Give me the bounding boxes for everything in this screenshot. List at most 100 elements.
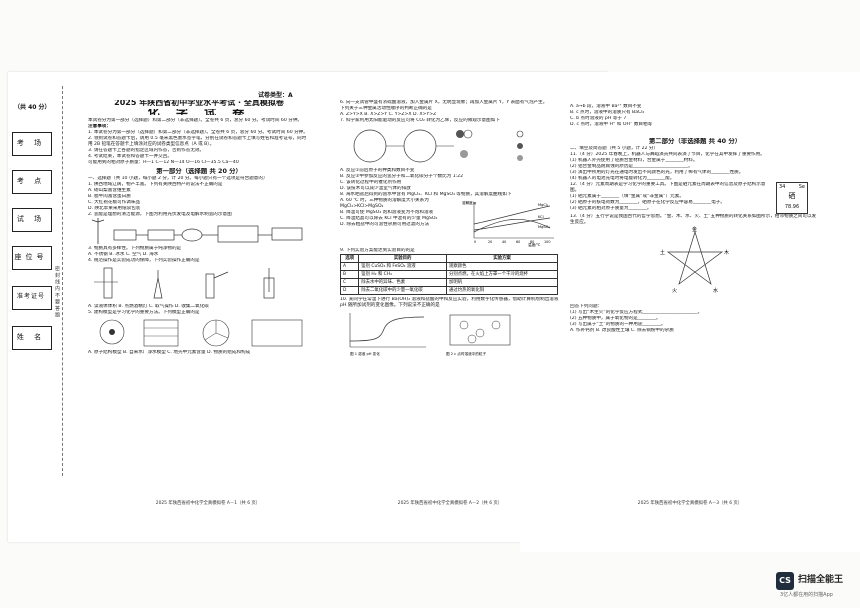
- element-mass: 78.96: [784, 204, 800, 210]
- binding-box: [12, 170, 52, 194]
- chart-tick: 0: [474, 240, 476, 244]
- notes-item: 2. 领到试卷和答题卡后，请用 0.5 毫米黑色墨水签字笔，分别在试卷和答题卡上…: [88, 136, 307, 147]
- model-figure: [88, 316, 310, 350]
- model-svg: [99, 319, 303, 347]
- notes-item: 可能用到的相对原子质量：H—1 C—12 N—14 O—16 Cl—35.5 C…: [88, 160, 239, 165]
- question-line: (3) 硒元素的相对原子质量为________。: [570, 206, 652, 211]
- question-line: 12.（4 分）元素周期表是学习化学的重要工具。下图是硒元素在周期表中的信息及原…: [570, 182, 766, 193]
- table-cell: 鉴别 H₂ 和 CH₄: [358, 270, 447, 279]
- question-line: A. 不锈钢 B. 冰水 C. 空气 D. 海水: [88, 252, 159, 257]
- ph-curve-figure: 图 1 溶液 pH 变化: [349, 313, 426, 356]
- chart-tick: 100: [544, 240, 550, 244]
- seal-line-note: 密 封 线 内 不 要 答 题: [54, 266, 60, 318]
- question-line: C. 降温结晶可以除去 KCl 中混有的少量 MgSO₄: [340, 216, 438, 221]
- table-row: C 除去水中的异味、色素 加明矾: [339, 278, 558, 287]
- binding-label-seat: 座位号: [14, 253, 48, 261]
- binding-box: [12, 132, 52, 156]
- question-line: 9. 下列实验方案能达到实验目的的是: [340, 248, 415, 253]
- scanner-tagline: 3亿人都在用的扫描App: [780, 592, 833, 598]
- question-line: 13.（4 分）五行学说是我国古代的哲学思想。“金、木、水、火、土”五种物质的转…: [570, 214, 817, 225]
- question-line: 回答下列问题：: [570, 304, 603, 309]
- question-line: (3) 演出中所用的灯光在通电时发出不同颜色的光，利用了稀有气体的_______…: [570, 170, 744, 175]
- table-header: 选项: [339, 254, 360, 263]
- option-line: C. b 点时溶液的 pH 等于 7: [570, 116, 627, 121]
- binding-label-name: 姓 名: [16, 333, 46, 341]
- question-line: (1) 机器人外壳使用了轻质合金材料，合金属于________材料。: [570, 158, 698, 163]
- question-line: 8. 海水晒盐后得到的卤水中含有 MgCl₂、KCl 和 MgSO₄ 等物质，其…: [340, 192, 512, 197]
- table-header: 实验目的: [358, 254, 447, 263]
- chart-tick: 20: [488, 240, 492, 244]
- table-cell: 鉴别 CuSO₄ 和 FeSO₄ 溶液: [358, 262, 447, 271]
- solubility-chart: 溶解度/g 温度/℃ MgCl₂ KCl MgSO₄ 0 20 40 60 80…: [462, 200, 554, 247]
- column-left: 2025 年陕西省初中学业水平考试 · 全真模拟卷 化 学 试 卷 本试卷分为第…: [88, 100, 310, 356]
- question-line: 5. 建构模型是学习化学的重要方法。下列模型正确的是: [88, 310, 200, 315]
- binding-label-ticket: 准考证号: [16, 293, 45, 300]
- lab-operations-figure: [88, 264, 310, 304]
- table-cell: 观察颜色: [446, 262, 558, 271]
- element-number: 34: [779, 184, 786, 190]
- table-cell: A: [339, 262, 360, 271]
- chart-ylabel: 溶解度/g: [462, 200, 476, 205]
- page-footer: 2025 年陕西省初中化学全真模拟卷 A－2（共 6 页）: [397, 501, 503, 506]
- question-line: (4) 机器人的电池充电时将电能转化为________能。: [570, 176, 675, 181]
- experiment-table: 选项 实验目的 实验方案 A 鉴别 CuSO₄ 和 FeSO₄ 溶液 观察颜色 …: [339, 254, 558, 295]
- question-line: A. 反应①前后原子的种类和数目不变: [340, 168, 415, 173]
- notes-item: 4. 考试结束，本试卷和答题卡一并交回。: [88, 154, 172, 159]
- five-elements-figure: 金 木 水 火 土: [570, 226, 820, 304]
- scanner-logo-icon: CS: [776, 572, 794, 590]
- star-label: 木: [724, 249, 729, 256]
- element-tile: 34 Se 硒 78.96: [776, 182, 808, 214]
- notes-heading: 注意事项：: [88, 124, 111, 129]
- page-footer: 2025 年陕西省初中化学全真模拟卷 A－3（共 6 页）: [637, 501, 743, 506]
- fig-caption: 图 2 c 点时溶液中的粒子: [446, 351, 486, 356]
- binding-box: [12, 286, 52, 310]
- star-label: 土: [660, 249, 665, 256]
- question-line: 6. 向一支试管中盛有浓硫酸溶液，加入金属片 X，无明显现象；再加入金属片 Y，…: [340, 100, 548, 105]
- hydrogen-diagram: [88, 216, 310, 246]
- question-line: A. Z>Y>X B. X>Z>Y C. Y>Z>X D. X>Y>Z: [340, 112, 437, 117]
- element-symbol: Se: [798, 184, 805, 190]
- question-line: (1) 写出“木生火”的化学反应方程式_____________________…: [570, 310, 703, 315]
- table-cell: 分别点燃，在火焰上方罩一个干冷的烧杯: [446, 270, 558, 279]
- question-line: 下列关于三种金属活动性顺序的判断正确的是: [340, 106, 432, 111]
- question-line: C. 该转化过程中的催化剂作用: [340, 180, 402, 185]
- notes-item: 3. 请在答题卡上各题的指定区域内作答，否则作答无效。: [88, 148, 205, 153]
- question-line: A. 砀山梨富含维生素: [88, 188, 131, 193]
- table-row: B 鉴别 H₂ 和 CH₄ 分别点燃，在火焰上方罩一个干冷的烧杯: [339, 270, 558, 279]
- question-line: A. 读液体体积 B. 点燃酒精灯 C. 取气操作 D. 收集二氧化碳: [88, 304, 209, 309]
- particle-figure: 图 2 c 点时溶液中的粒子: [446, 314, 511, 356]
- table-cell: 加明矾: [446, 278, 558, 287]
- exam-sheet-left: [8, 72, 608, 542]
- question-line: A. 60 ℃ 时，三种物质的溶解度大小关系为 MgCl₂>KCl>MgSO₄: [340, 198, 429, 209]
- binding-label-test-center: 考 点: [16, 177, 46, 185]
- table-cell: B: [339, 270, 360, 279]
- question-line: 4. 规范操作是实验成功的保障，下列实验操作正确的是: [88, 258, 200, 263]
- part1-instruction: 一、选择题（共 10 小题，每小题 2 分，计 20 分。每小题只有一个选项是符…: [88, 176, 268, 181]
- column-middle: 6. 向一支试管中盛有浓硫酸溶液，加入金属片 X，无明显现象；再加入金属片 Y，…: [339, 100, 562, 357]
- question-line: 2. 氢能是理想的清洁能源，下图为利用光伏发电及电解水制氢的示意图: [88, 212, 232, 217]
- part2-instruction: 二、填空及简答题（共 5 小题，计 22 分）: [570, 146, 659, 151]
- ph-figures: 图 1 溶液 pH 变化 图 2 c 点时溶液中的粒子: [340, 311, 562, 357]
- question-line: 7. 科学家利用太阳能驱动的反应可将 CO₂ 转化为乙烯，反应的微观示意图如下: [340, 118, 500, 123]
- table-cell: 除去二氧化碳中的少量一氧化碳: [358, 286, 447, 295]
- chart-tick: 60: [516, 240, 520, 244]
- question-line: (2) 五种物质中，属于氧化物的是________。: [570, 316, 661, 321]
- chart-tick: 80: [530, 240, 534, 244]
- option-line: A. a→b 段，溶液中 Ba²⁺ 数目不变: [570, 104, 642, 109]
- table-cell: D: [339, 286, 360, 295]
- column-right: A. a→b 段，溶液中 Ba²⁺ 数目不变 B. c 点时，溶液中的溶质只有 …: [570, 104, 820, 334]
- reaction-diagram: [340, 124, 562, 168]
- notes-item: 1. 本试卷分为第一部分（选择题）和第二部分（非选择题）。全卷共 6 页，总分 …: [88, 130, 308, 135]
- solubility-options: A. 60 ℃ 时，三种物质的溶解度大小关系为 MgCl₂>KCl>MgSO₄ …: [340, 198, 458, 248]
- table-cell: C: [339, 278, 360, 287]
- scanner-app-name: 扫描全能王: [798, 575, 844, 585]
- chart-tick: 40: [502, 240, 506, 244]
- question-line: B. 腊牛肉富含蛋白质: [88, 194, 131, 199]
- option-line: B. c 点时，溶液中的溶质只有 BaCl₂: [570, 110, 645, 115]
- binding-box: [12, 246, 52, 270]
- question-line: (3) 写出属于“土”的物质的一种用途________。: [570, 322, 666, 327]
- reaction-diagram-svg: [353, 129, 524, 163]
- binding-label-room: 试 场: [16, 215, 46, 223]
- exam-sheet-right: [520, 72, 860, 552]
- chart-series-label: MgSO₄: [538, 225, 550, 229]
